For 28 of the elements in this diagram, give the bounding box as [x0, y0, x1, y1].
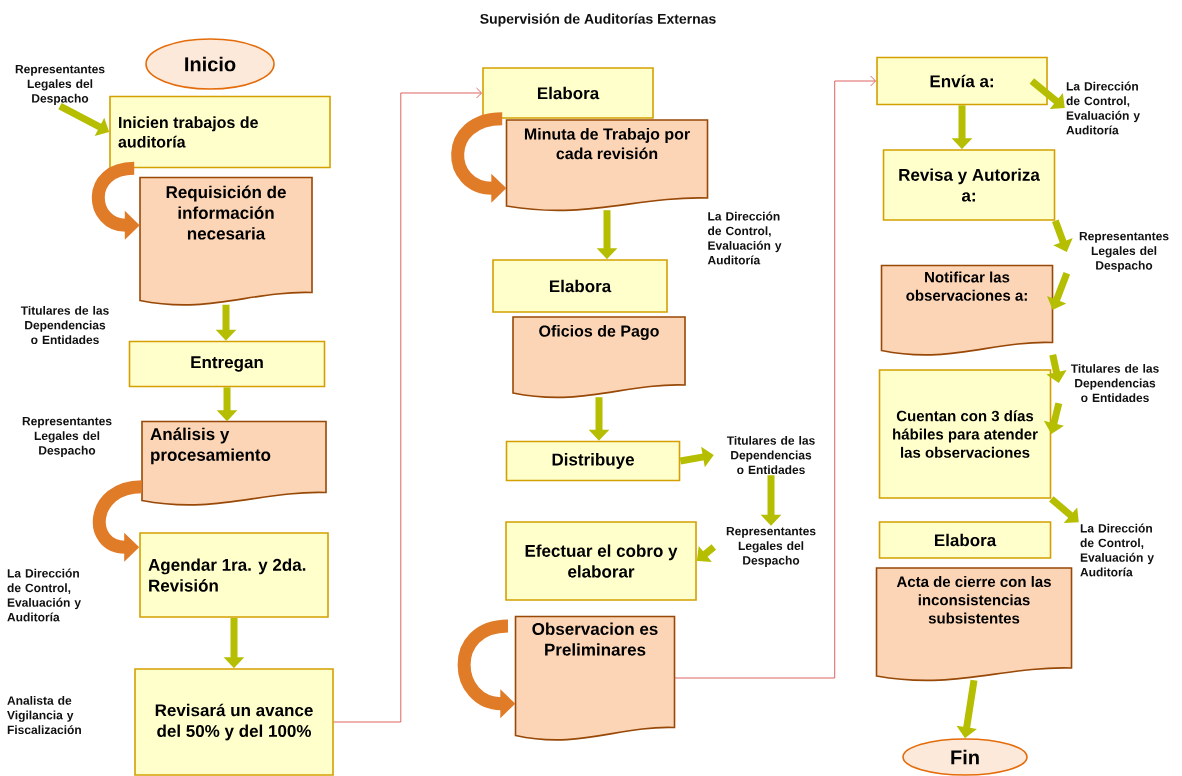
process-box: Elabora [492, 259, 668, 313]
process-box: Envía a: [876, 56, 1048, 106]
process-box: Distribuye [505, 440, 681, 482]
actor-text: Titulares de las Dependencias o Entidades [726, 435, 815, 475]
actor-text: Titulares de las Dependencias o Entidades [20, 305, 109, 345]
actor-text: Representantes Legales del Despacho [22, 417, 112, 457]
actor-text: La Dirección de Control, Evaluación y Auditoría [7, 568, 81, 622]
actor-text: La Dirección de Control, Evaluación y Auditoría [707, 211, 782, 265]
title: Supervisión de Auditorías Externas [480, 13, 716, 27]
actor-text: Analista de Vigilancia y Fiscalización [7, 695, 81, 735]
process-box: Cuentan con 3 días hábiles para atender las observaciones [878, 369, 1052, 499]
actor-text: Representantes Legales del Despacho [1079, 232, 1169, 272]
actor-text: Titulares de las Dependencias o Entidades [1070, 363, 1159, 403]
process-box: Efectuar el cobro y elaborar [505, 521, 697, 601]
block-arrow [1052, 219, 1073, 252]
actor-text: Representantes Legales del Despacho [726, 527, 816, 567]
actor-text: Representantes Legales del Despacho [15, 65, 105, 105]
process-box: Elabora [482, 67, 654, 119]
process-box: Revisará un avance del 50% y del 100% [134, 668, 334, 776]
actor-text: La Dirección de Control, Evaluación y Auditoría [1066, 81, 1140, 135]
connector-line [674, 75, 877, 679]
actor-text: La Dirección de Control, Evaluación y Auditoría [1080, 523, 1154, 577]
process-box: Elabora [878, 521, 1052, 559]
process-box: Inicien trabajos de auditoría [109, 95, 331, 169]
process-box: Entregan [128, 340, 326, 388]
process-box: Revisa y Autoriza a: [882, 149, 1056, 221]
process-box: Agendar 1ra. y 2da. Revisión [139, 532, 329, 618]
connector-line [333, 87, 482, 723]
